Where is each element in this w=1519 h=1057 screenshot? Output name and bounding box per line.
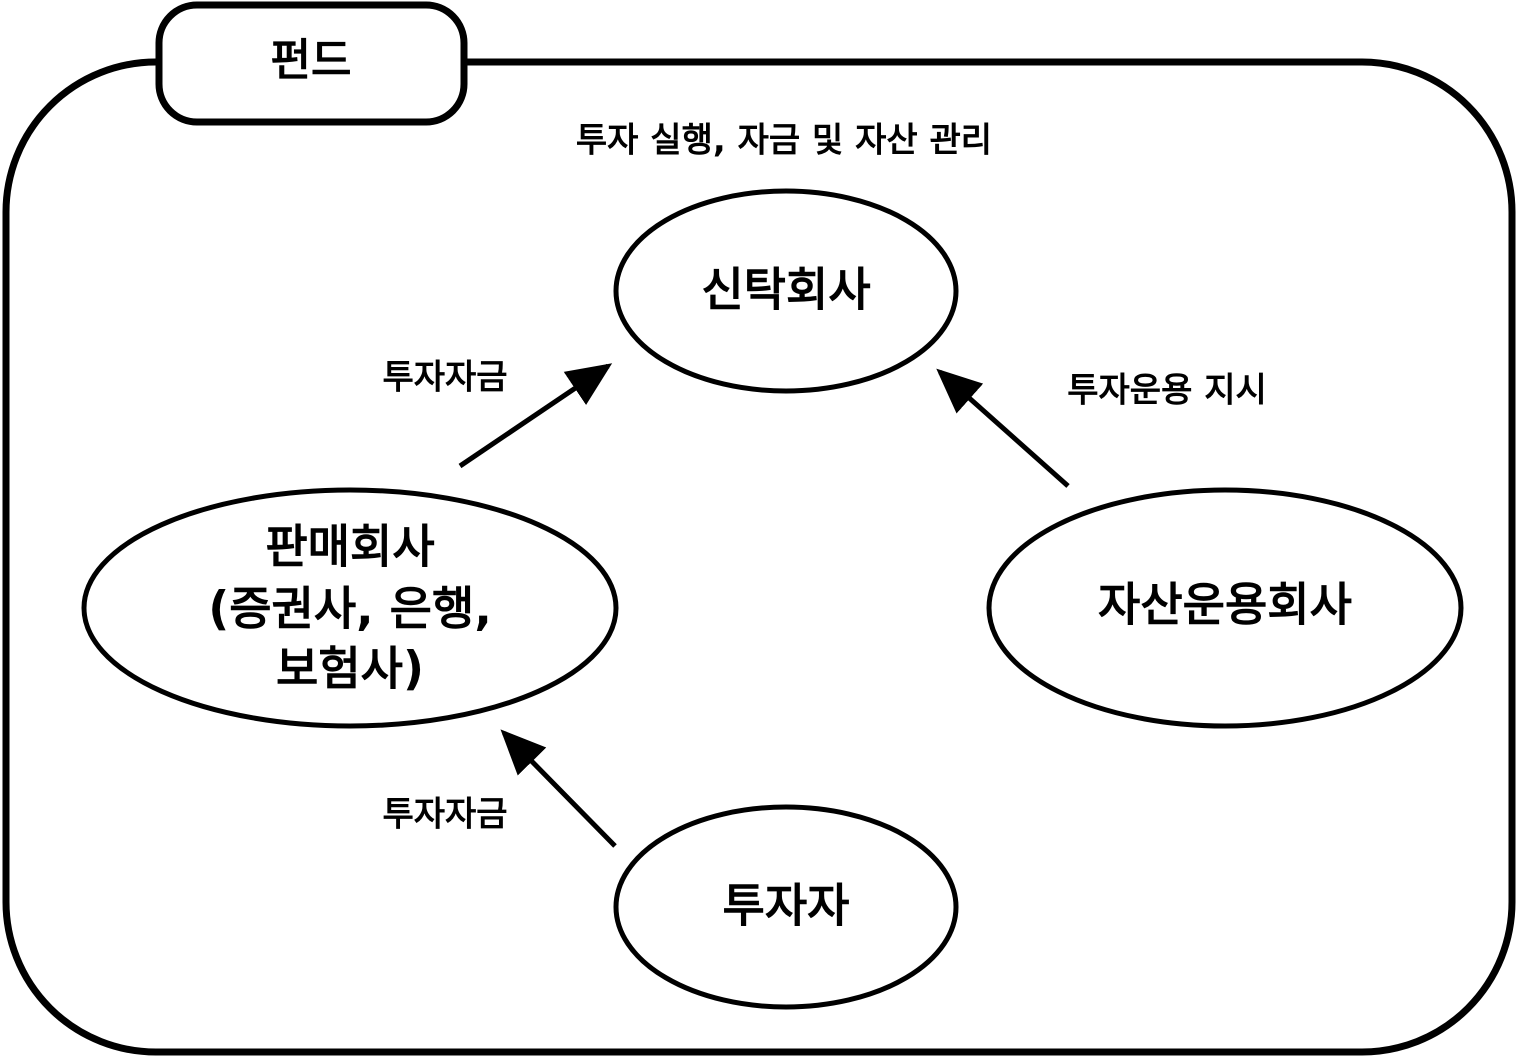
investor-node: 투자자 <box>613 804 959 1010</box>
asset-management-node: 자산운용회사 <box>986 487 1464 729</box>
edge-label-investor-to-sales: 투자자금 <box>382 795 507 835</box>
edge-label-asset-management-to-trust: 투자운용 지시 <box>1067 371 1267 411</box>
investor-label: 투자자 <box>723 879 850 933</box>
fund-tab-box <box>155 1 468 126</box>
sales-company-label-line-2: (증권사, 은행, <box>208 582 492 636</box>
asset-management-label: 자산운용회사 <box>1098 578 1352 632</box>
sales-company-node: 판매회사 (증권사, 은행, 보험사) <box>81 487 619 729</box>
arrow-asset-management-to-trust <box>936 368 1070 488</box>
sales-company-ellipse <box>81 487 619 729</box>
fund-tab: 펀드 <box>155 1 468 126</box>
arrow-investor-to-sales <box>500 729 617 848</box>
investor-ellipse <box>613 804 959 1010</box>
trust-company-ellipse <box>613 188 959 394</box>
sales-company-label-line-3: 보험사) <box>276 642 424 696</box>
edge-label-sales-to-trust: 투자자금 <box>382 358 507 398</box>
trust-company-node: 신탁회사 <box>613 188 959 394</box>
fund-role-note: 투자 실행, 자금 및 자산 관리 <box>576 121 992 161</box>
arrow-sales-to-trust <box>458 363 613 469</box>
fund-tab-label: 펀드 <box>271 35 352 86</box>
trust-company-label: 신탁회사 <box>701 263 870 317</box>
asset-management-ellipse <box>986 487 1464 729</box>
sales-company-label-line-1: 판매회사 <box>265 520 434 574</box>
fund-frame <box>2 58 1516 1056</box>
